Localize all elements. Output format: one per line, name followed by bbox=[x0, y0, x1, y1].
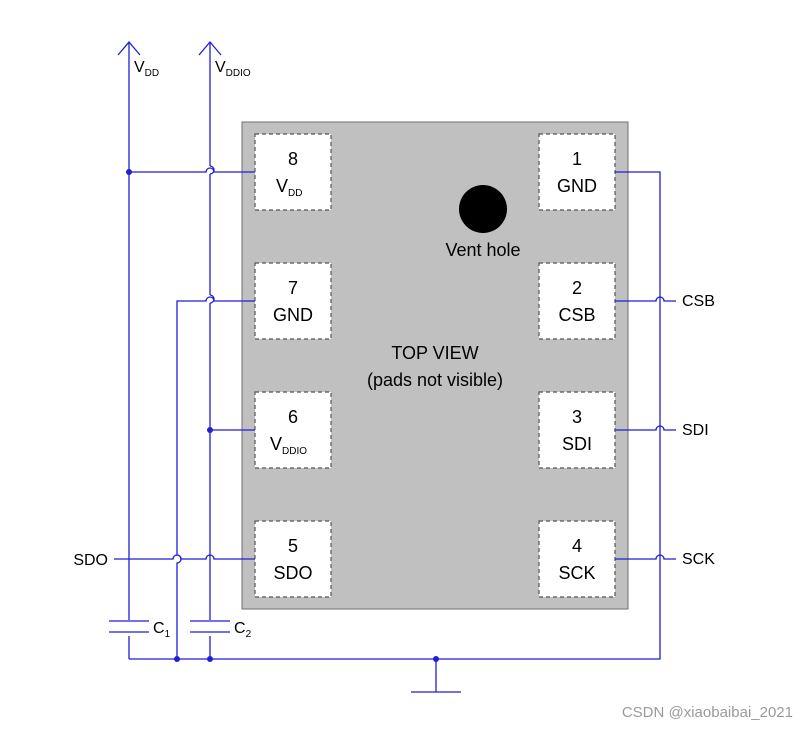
capacitor-c1-label: C1 bbox=[153, 620, 171, 640]
junction-dot bbox=[126, 169, 132, 175]
signal-label-sdo: SDO bbox=[73, 552, 108, 569]
view-title: TOP VIEW bbox=[391, 343, 478, 363]
signal-label-sck: SCK bbox=[682, 551, 715, 568]
junction-dot bbox=[174, 656, 180, 662]
pad-7-name: GND bbox=[273, 305, 313, 325]
wire-sdo bbox=[114, 554, 255, 560]
vdd-arrow-icon bbox=[117, 40, 141, 56]
ground-bus bbox=[129, 171, 661, 660]
signal-label-csb: CSB bbox=[682, 293, 715, 310]
pad-4-name: SCK bbox=[558, 563, 595, 583]
wire-sdi bbox=[615, 425, 676, 431]
pad-4: 4 SCK bbox=[538, 520, 616, 598]
pad-2-name: CSB bbox=[558, 305, 595, 325]
wire-vdd-pad8 bbox=[129, 167, 255, 173]
pad-2-number: 2 bbox=[572, 278, 582, 298]
pad-1-number: 1 bbox=[572, 149, 582, 169]
vddio-label: VDDIO bbox=[215, 59, 251, 79]
pad-5-number: 5 bbox=[288, 536, 298, 556]
pad-3-name: SDI bbox=[562, 434, 592, 454]
junction-dot bbox=[207, 656, 213, 662]
view-subtitle: (pads not visible) bbox=[367, 370, 503, 390]
watermark: CSDN @xiaobaibai_2021 bbox=[622, 704, 793, 721]
ground-symbol-icon bbox=[411, 659, 461, 693]
vdd-label: VDD bbox=[134, 59, 159, 79]
pad-8-number: 8 bbox=[288, 149, 298, 169]
wire-pad7-gnd bbox=[176, 296, 255, 659]
vdd-rail bbox=[117, 40, 141, 659]
pad-1: 1 GND bbox=[538, 133, 616, 211]
vent-hole-label: Vent hole bbox=[445, 240, 520, 260]
pad-6-name: VDDIO bbox=[270, 434, 307, 457]
junction-dot bbox=[207, 427, 213, 433]
pad-3-number: 3 bbox=[572, 407, 582, 427]
vddio-arrow-icon bbox=[198, 40, 222, 56]
capacitor-c2 bbox=[190, 620, 230, 633]
wire-csb bbox=[615, 296, 676, 302]
pad-6-number: 6 bbox=[288, 407, 298, 427]
vent-hole bbox=[459, 185, 507, 233]
pad-4-number: 4 bbox=[572, 536, 582, 556]
pad-8: 8 VDD bbox=[254, 133, 332, 211]
vddio-rail bbox=[198, 40, 222, 659]
capacitor-c2-label: C2 bbox=[234, 620, 252, 640]
pad-5-name: SDO bbox=[273, 563, 312, 583]
pad-6: 6 VDDIO bbox=[254, 391, 332, 469]
pad-8-name: VDD bbox=[276, 176, 302, 199]
pad-7-number: 7 bbox=[288, 278, 298, 298]
pad-5: 5 SDO bbox=[254, 520, 332, 598]
pad-3: 3 SDI bbox=[538, 391, 616, 469]
wire-sck bbox=[615, 554, 676, 560]
pad-1-name: GND bbox=[557, 176, 597, 196]
signal-label-sdi: SDI bbox=[682, 422, 709, 439]
capacitor-c1 bbox=[109, 620, 149, 633]
pad-7: 7 GND bbox=[254, 262, 332, 340]
pad-2: 2 CSB bbox=[538, 262, 616, 340]
